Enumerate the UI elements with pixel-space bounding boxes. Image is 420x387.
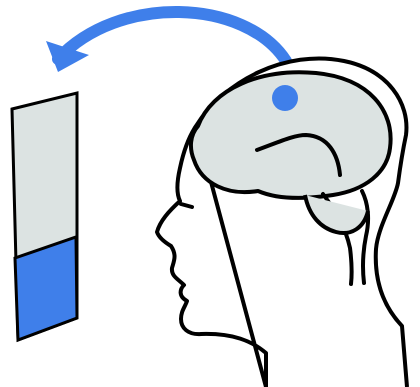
curved-arrow-icon xyxy=(46,12,286,72)
arrow-shaft xyxy=(58,12,286,61)
brain-activity-spot-icon xyxy=(272,85,298,111)
level-meter-icon xyxy=(12,93,77,340)
